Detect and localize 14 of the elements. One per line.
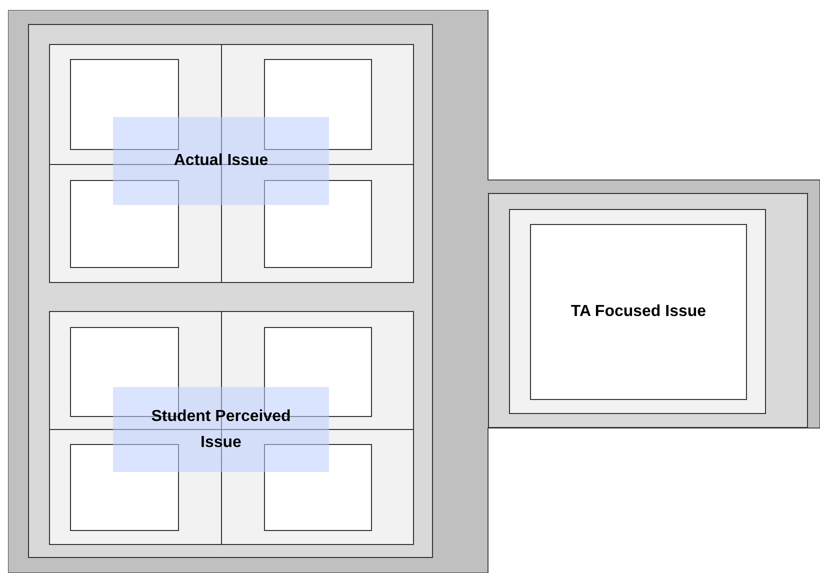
- grid-panel: [49, 44, 414, 283]
- grid-panel: [49, 311, 414, 545]
- empty-box: [70, 444, 179, 531]
- frame-panel: [28, 24, 433, 558]
- issue-label: Student Perceived Issue: [113, 387, 329, 472]
- frame-panel: [488, 193, 808, 428]
- inner-panel: [509, 209, 766, 414]
- empty-box: [264, 59, 372, 150]
- empty-box: [70, 59, 179, 150]
- empty-box: [70, 180, 179, 268]
- empty-box: [264, 180, 372, 268]
- issue-label: Actual Issue: [113, 117, 329, 205]
- issue-box: TA Focused Issue: [530, 224, 747, 400]
- empty-box: [264, 444, 372, 531]
